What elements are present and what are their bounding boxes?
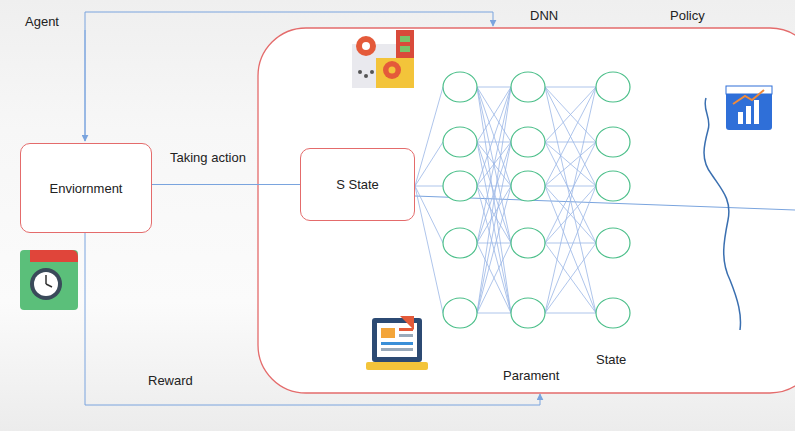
neuron: [443, 298, 477, 328]
network-link: [545, 186, 596, 313]
network-link: [545, 87, 596, 186]
diagram-label: Reward: [148, 373, 193, 388]
neuron: [596, 228, 630, 258]
node-text: S State: [336, 177, 379, 192]
network-link: [477, 87, 511, 313]
network-link: [545, 142, 596, 186]
network-link: [545, 87, 596, 313]
network-link: [545, 243, 596, 244]
network-link: [477, 87, 511, 142]
network-link: [545, 186, 596, 243]
network-link: [477, 87, 511, 313]
network-link: [545, 142, 596, 143]
neuron: [511, 72, 545, 102]
neuron: [596, 127, 630, 157]
feedback-arrow: [85, 30, 86, 141]
neuron: [443, 127, 477, 157]
network-link: [545, 142, 596, 186]
network-link: [415, 186, 443, 187]
network-link: [545, 142, 596, 243]
environment-box: Enviornment: [20, 143, 152, 233]
network-link: [477, 142, 511, 313]
network-link: [545, 87, 596, 142]
network-link: [477, 87, 511, 186]
network-link: [545, 87, 596, 88]
network-link: [477, 186, 511, 243]
diagram-label: DNN: [530, 8, 558, 23]
network-link: [477, 87, 511, 243]
network-link: [545, 186, 596, 187]
state-box: S State: [300, 148, 415, 221]
policy-curve: [704, 98, 741, 330]
network-link: [477, 142, 511, 143]
network-link: [477, 243, 511, 244]
network-link: [477, 313, 511, 314]
network-link: [545, 87, 596, 186]
network-link: [415, 186, 443, 243]
neuron: [443, 72, 477, 102]
network-link: [477, 87, 511, 243]
agent-region: [258, 28, 795, 393]
network-link: [545, 313, 596, 314]
network-link: [415, 87, 443, 186]
chart-icon: [726, 86, 772, 130]
reward-line: [85, 233, 540, 405]
network-link: [477, 186, 511, 313]
feedback-line: [85, 12, 493, 141]
connector: [152, 184, 300, 185]
network-link: [477, 142, 511, 313]
neuron: [596, 72, 630, 102]
network-link: [477, 186, 511, 243]
neuron: [511, 298, 545, 328]
node-text: Enviornment: [50, 181, 123, 196]
network-link: [477, 243, 511, 313]
network-link: [415, 186, 443, 313]
neural-network: [415, 72, 630, 328]
network-link: [545, 186, 596, 243]
diagram-label: Parament: [503, 368, 559, 383]
network-link: [415, 142, 443, 186]
neuron: [511, 171, 545, 201]
network-link: [477, 186, 511, 313]
network-link: [545, 87, 596, 142]
network-link: [545, 186, 596, 313]
network-link: [477, 87, 511, 88]
gears-icon: [352, 30, 414, 88]
network-link: [477, 87, 511, 142]
network-link: [545, 87, 596, 313]
diagram-label: Agent: [25, 14, 59, 29]
diagram-label: Policy: [670, 8, 705, 23]
network-link: [477, 87, 511, 186]
laptop-icon: [366, 316, 428, 370]
neuron: [511, 127, 545, 157]
neuron: [596, 171, 630, 201]
neuron: [511, 228, 545, 258]
diagram-label: State: [596, 352, 626, 367]
neuron: [443, 171, 477, 201]
network-link: [545, 142, 596, 243]
neuron: [443, 228, 477, 258]
network-link: [477, 186, 511, 187]
edge-label: Taking action: [170, 150, 246, 165]
clock-icon: [20, 250, 78, 310]
network-link: [545, 243, 596, 313]
neuron: [596, 298, 630, 328]
